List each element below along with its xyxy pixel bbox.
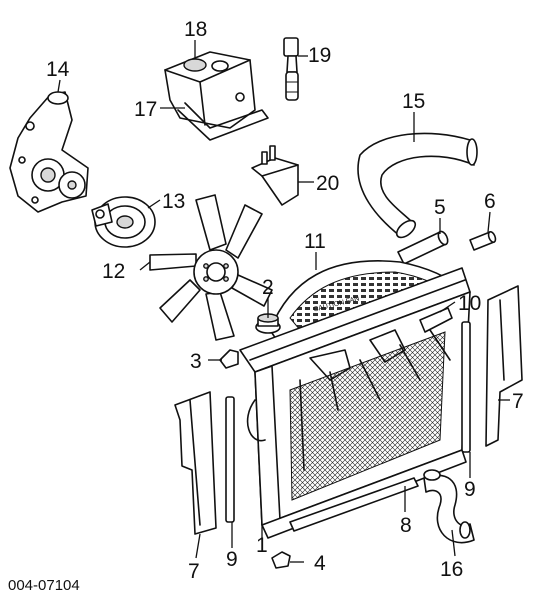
leader-lines — [57, 40, 510, 563]
reference-code: 004-07104 — [8, 577, 80, 594]
insulator-bottom — [271, 551, 291, 569]
callout-15: 15 — [402, 90, 425, 113]
bottom-seal-strip — [289, 477, 419, 532]
insulator-top — [219, 349, 239, 369]
callout-17: 17 — [134, 98, 157, 121]
coolant-level-sensor — [283, 37, 299, 101]
fan-blade — [149, 194, 273, 341]
callout-3: 3 — [190, 350, 202, 373]
seal-strip-right — [461, 321, 471, 453]
callout-8: 8 — [400, 514, 412, 537]
callout-14: 14 — [46, 58, 70, 81]
support-bracket-10 — [419, 307, 453, 361]
callout-11: 11 — [304, 230, 326, 253]
callout-1: 1 — [256, 534, 268, 557]
callout-2: 2 — [262, 276, 274, 299]
callout-9-left: 9 — [226, 548, 238, 571]
callout-labels: 18 19 14 17 15 20 13 5 6 11 12 2 10 3 7 … — [46, 18, 524, 583]
coolant-reservoir — [164, 51, 269, 141]
upper-radiator-hose — [357, 132, 478, 239]
side-seal-left — [174, 391, 217, 535]
callout-18: 18 — [184, 18, 207, 41]
callout-10: 10 — [458, 292, 481, 315]
callout-19: 19 — [308, 44, 331, 67]
callout-7-right: 7 — [512, 390, 524, 413]
small-hose-5 — [397, 230, 449, 265]
callout-7-left: 7 — [188, 560, 200, 583]
callout-20: 20 — [316, 172, 339, 195]
callout-6: 6 — [484, 190, 496, 213]
callout-13: 13 — [162, 190, 185, 213]
callout-5: 5 — [434, 196, 446, 219]
fan-clutch — [91, 196, 156, 248]
side-seal-right — [485, 285, 523, 447]
callout-16: 16 — [440, 558, 463, 581]
callout-12: 12 — [102, 260, 125, 283]
callout-9-right: 9 — [464, 478, 476, 501]
reservoir-bracket — [251, 145, 299, 206]
lower-radiator-hose — [423, 469, 475, 544]
water-pump — [9, 91, 89, 213]
seal-strip-left — [225, 396, 235, 523]
callout-4: 4 — [314, 552, 326, 575]
radiator-assembly — [239, 267, 471, 539]
small-hose-6 — [469, 230, 497, 251]
